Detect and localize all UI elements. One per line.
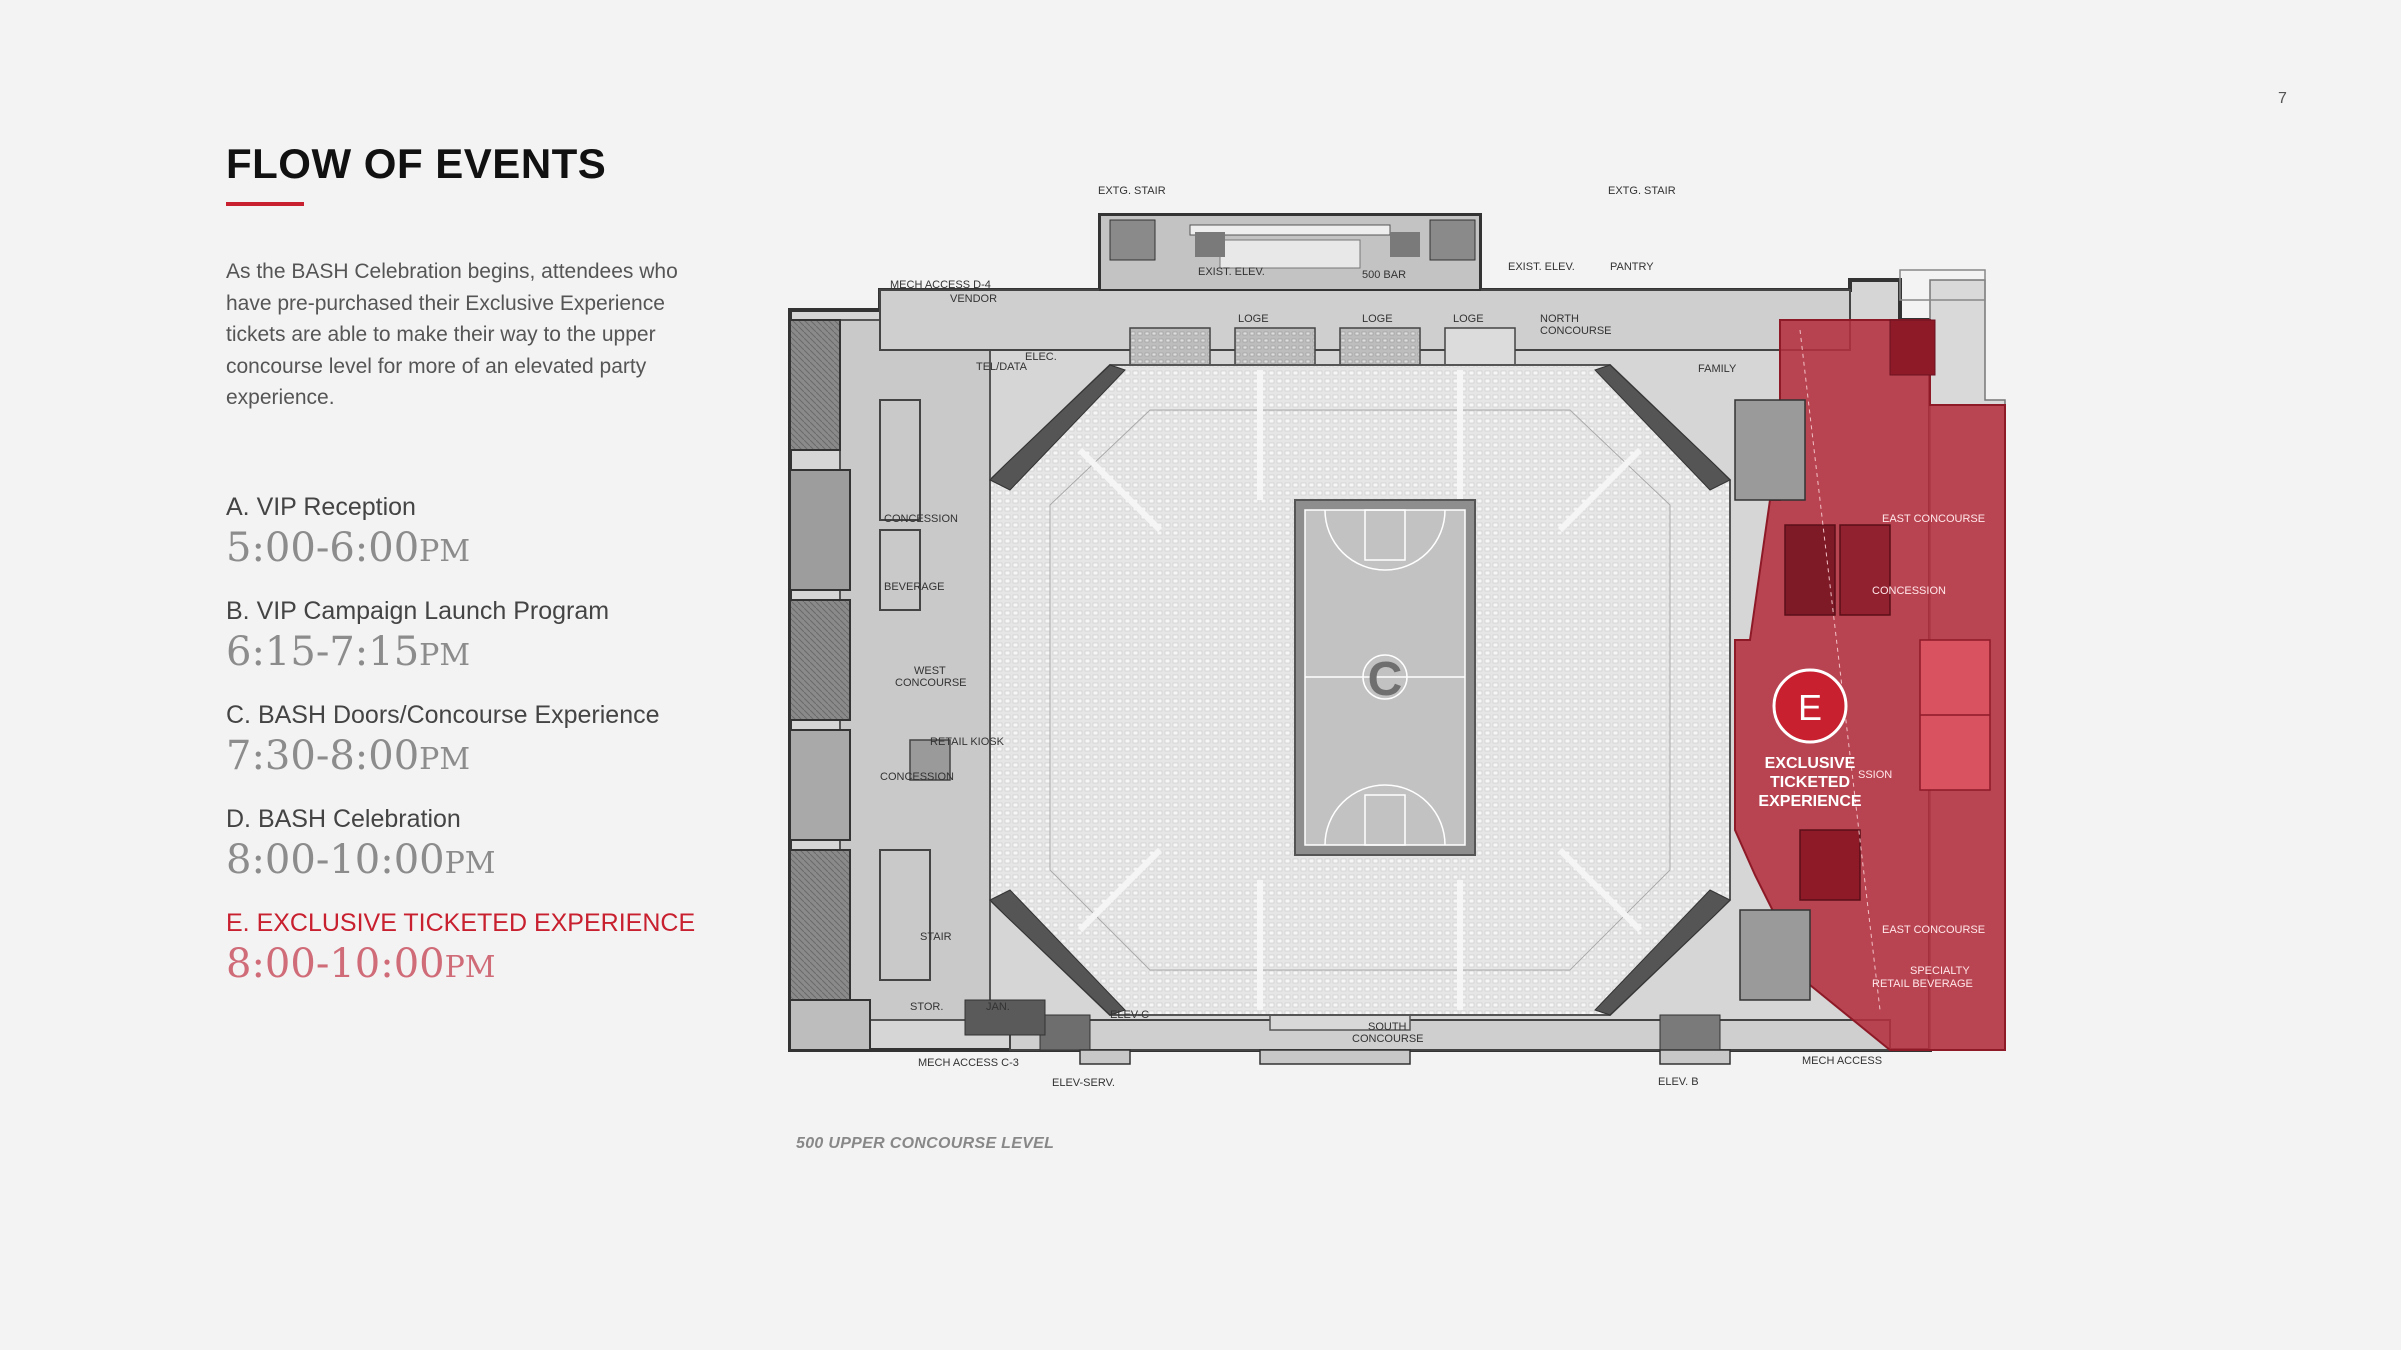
label-jan: JAN. bbox=[986, 1001, 1010, 1013]
event-label: B. VIP Campaign Launch Program bbox=[226, 597, 610, 625]
label-extg-stair: EXTG. STAIR bbox=[1608, 185, 1676, 197]
label-concession: SSION bbox=[1858, 769, 1892, 781]
label-south-concourse: CONCOURSE bbox=[1352, 1033, 1424, 1045]
label-west-concourse: CONCOURSE bbox=[895, 677, 967, 689]
label-north-concourse: CONCOURSE bbox=[1540, 325, 1612, 337]
label-vendor: VENDOR bbox=[950, 293, 997, 305]
basketball-court: C bbox=[1294, 499, 1476, 856]
label-stair: STAIR bbox=[920, 931, 952, 943]
marker-letter: E bbox=[1798, 687, 1822, 728]
label-beverage: BEVERAGE bbox=[884, 581, 945, 593]
label-exist-elev: EXIST. ELEV. bbox=[1198, 266, 1265, 278]
west-concourse bbox=[839, 319, 991, 1021]
label-retail-kiosk: RETAIL KIOSK bbox=[930, 736, 1005, 748]
label-elec: ELEC. bbox=[1025, 351, 1057, 363]
label-elev-serv: ELEV-SERV. bbox=[1052, 1077, 1115, 1089]
label-bar: 500 BAR bbox=[1362, 269, 1406, 281]
label-loge: LOGE bbox=[1453, 313, 1484, 325]
map-labels: EXTG. STAIR EXTG. STAIR EXIST. ELEV. 500… bbox=[880, 185, 1882, 1089]
event-time: 8:00-10:00PM bbox=[226, 941, 496, 987]
page-title: FLOW OF EVENTS bbox=[226, 140, 607, 187]
title-underline bbox=[226, 202, 304, 206]
event-time: 6:15-7:15PM bbox=[226, 629, 471, 675]
zone-labels: EAST CONCOURSE CONCESSION SSION EAST CON… bbox=[1858, 513, 1985, 990]
label-elev-b: ELEV. B bbox=[1658, 1076, 1699, 1088]
label-concession: CONCESSION bbox=[884, 513, 958, 525]
event-item-d: D. BASH Celebration 8:00-10:00PM bbox=[226, 802, 746, 888]
label-mech-access: MECH ACCESS C-3 bbox=[918, 1057, 1019, 1069]
label-concession: CONCESSION bbox=[1872, 585, 1946, 597]
event-item-c: C. BASH Doors/Concourse Experience 7:30-… bbox=[226, 698, 746, 784]
event-schedule: A. VIP Reception 5:00-6:00PM B. VIP Camp… bbox=[226, 490, 746, 1010]
marker-label: EXCLUSIVE bbox=[1765, 755, 1856, 772]
event-time: 5:00-6:00PM bbox=[226, 525, 471, 571]
label-loge: LOGE bbox=[1362, 313, 1393, 325]
label-west-concourse: WEST bbox=[914, 665, 946, 677]
label-concession: CONCESSION bbox=[880, 771, 954, 783]
label-loge: LOGE bbox=[1238, 313, 1269, 325]
label-family: FAMILY bbox=[1698, 363, 1737, 375]
label-south-concourse: SOUTH bbox=[1368, 1021, 1407, 1033]
event-label: A. VIP Reception bbox=[226, 493, 416, 521]
label-north-concourse: NORTH bbox=[1540, 313, 1579, 325]
event-item-e: E. EXCLUSIVE TICKETED EXPERIENCE 8:00-10… bbox=[226, 906, 746, 992]
event-time: 7:30-8:00PM bbox=[226, 733, 471, 779]
exclusive-experience-marker: E EXCLUSIVE TICKETED EXPERIENCE bbox=[1758, 668, 1862, 810]
marker-label: TICKETED bbox=[1770, 774, 1850, 791]
event-item-a: A. VIP Reception 5:00-6:00PM bbox=[226, 490, 746, 576]
label-east-concourse: EAST CONCOURSE bbox=[1882, 513, 1985, 525]
label-east-concourse: EAST CONCOURSE bbox=[1882, 924, 1985, 936]
label-mech-access: MECH ACCESS D-4 bbox=[890, 279, 991, 291]
arena-floor-plan: C EXTG. STAIR EXTG. STAIR EXIST. ELEV. 5… bbox=[788, 185, 2006, 1089]
event-label: D. BASH Celebration bbox=[226, 805, 461, 833]
label-exist-elev: EXIST. ELEV. bbox=[1508, 261, 1575, 273]
label-specialty: SPECIALTY bbox=[1910, 965, 1970, 977]
exclusive-zone bbox=[1734, 319, 2006, 1051]
label-specialty: RETAIL BEVERAGE bbox=[1872, 978, 1973, 990]
label-elev-c: ELEV-C bbox=[1110, 1009, 1149, 1021]
map-caption: 500 UPPER CONCOURSE LEVEL bbox=[796, 1135, 1055, 1152]
event-label: E. EXCLUSIVE TICKETED EXPERIENCE bbox=[226, 909, 696, 937]
intro-paragraph: As the BASH Celebration begins, attendee… bbox=[226, 260, 678, 409]
bowl-aisles bbox=[1077, 370, 1643, 1010]
label-pantry: PANTRY bbox=[1610, 261, 1654, 273]
page-number: 7 bbox=[2278, 90, 2287, 107]
marker-label: EXPERIENCE bbox=[1758, 793, 1861, 810]
label-extg-stair: EXTG. STAIR bbox=[1098, 185, 1166, 197]
label-tel-data: TEL/DATA bbox=[976, 361, 1028, 373]
svg-text:C: C bbox=[1368, 653, 1403, 706]
event-time: 8:00-10:00PM bbox=[226, 837, 496, 883]
event-item-b: B. VIP Campaign Launch Program 6:15-7:15… bbox=[226, 594, 746, 680]
event-label: C. BASH Doors/Concourse Experience bbox=[226, 701, 660, 729]
label-mech-access: MECH ACCESS bbox=[1802, 1055, 1882, 1067]
label-stor: STOR. bbox=[910, 1001, 943, 1013]
